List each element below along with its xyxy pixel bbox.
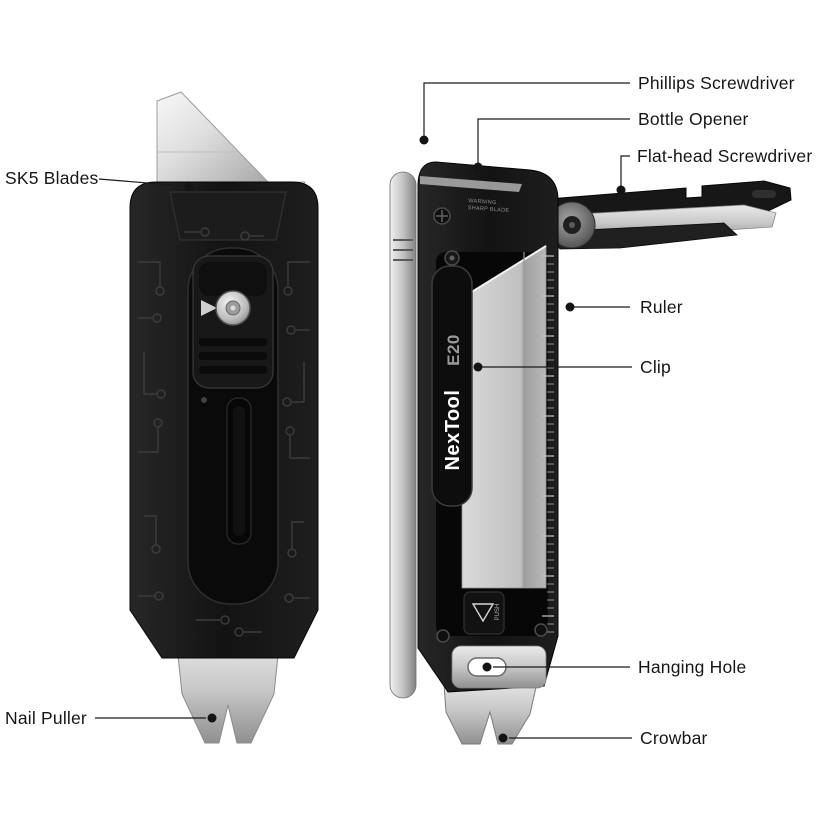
circuit-trace <box>138 261 161 286</box>
label-ruler: Ruler <box>640 297 683 317</box>
callout-dot <box>207 713 217 723</box>
callout-dot <box>498 733 508 743</box>
callouts: Phillips Screwdriver Bottle Opener Flat-… <box>5 73 812 748</box>
circuit-trace <box>292 362 305 403</box>
circuit-node <box>234 627 244 637</box>
circuit-trace <box>289 436 310 459</box>
circuit-node <box>283 286 293 296</box>
rail-grip-notches <box>393 239 413 261</box>
circuit-node <box>220 615 230 625</box>
sk5-blade <box>156 91 270 183</box>
push-triangle-icon <box>471 603 495 623</box>
slider-rib <box>199 352 267 360</box>
label-bottle-opener: Bottle Opener <box>638 109 749 129</box>
circuit-node <box>151 544 161 554</box>
warning-line-2: SHARP BLADE <box>467 205 509 214</box>
label-phillips-screwdriver: Phillips Screwdriver <box>638 73 795 93</box>
label-crowbar: Crowbar <box>640 728 708 748</box>
label-clip: Clip <box>640 357 671 377</box>
callout-line <box>477 118 630 167</box>
stored-blade-edge-highlight <box>461 245 547 299</box>
front-view-tool <box>129 91 319 744</box>
callout-sk5-blades: SK5 Blades <box>5 168 194 192</box>
hinge-pivot-center <box>569 222 575 228</box>
label-nail-puller: Nail Puller <box>5 708 87 728</box>
phillips-screw-cross <box>436 210 448 222</box>
callout-dot <box>565 302 575 312</box>
circuit-node <box>285 426 295 436</box>
callout-clip: Clip <box>473 357 671 377</box>
warning-line-1: WARNING <box>468 198 497 206</box>
circuit-node <box>200 227 210 237</box>
circuit-trace <box>144 515 157 544</box>
stored-blade <box>461 245 547 589</box>
circuit-trace <box>143 352 156 395</box>
callout-flat-head-screwdriver: Flat-head Screwdriver <box>616 146 812 195</box>
frame-top-metal-sliver <box>420 176 522 192</box>
circuit-node <box>240 231 250 241</box>
circuit-node <box>156 389 166 399</box>
callout-crowbar: Crowbar <box>498 728 708 748</box>
slider-top-cap <box>199 262 267 296</box>
callout-bottle-opener: Bottle Opener <box>473 109 749 172</box>
label-sk5-blades: SK5 Blades <box>5 168 98 188</box>
arm-tip-slot <box>752 190 776 198</box>
circuit-node <box>282 397 292 407</box>
frame-screw-bottom-right <box>534 623 548 637</box>
warning-engraving: WARNING SHARP BLADE <box>467 198 509 214</box>
slider-rib <box>199 338 267 346</box>
slider-button-center <box>230 305 236 311</box>
circuit-pattern <box>138 227 310 637</box>
callout-line <box>423 82 630 140</box>
callout-dot <box>616 185 626 195</box>
side-rail <box>389 171 417 699</box>
circuit-node <box>286 325 296 335</box>
circuit-node <box>154 591 164 601</box>
push-slider <box>463 591 505 635</box>
callout-line <box>98 178 185 187</box>
crowbar-tip <box>443 677 539 745</box>
callout-ruler: Ruler <box>565 297 683 317</box>
circuit-trace <box>291 521 304 548</box>
callout-dot <box>184 182 194 192</box>
callout-dot <box>482 662 492 672</box>
slider-wedge <box>201 300 217 316</box>
ruler-ticks <box>542 255 554 633</box>
callout-hanging-hole: Hanging Hole <box>482 657 746 677</box>
circuit-node <box>287 548 297 558</box>
circuit-node <box>155 286 165 296</box>
circuit-node <box>152 313 162 323</box>
frame-screw-bottom-left <box>436 629 450 643</box>
guide-slot-inner <box>233 406 245 536</box>
detent-dot <box>201 397 207 403</box>
circuit-trace <box>287 261 310 286</box>
label-hanging-hole: Hanging Hole <box>638 657 746 677</box>
handle-top-plate <box>169 191 287 241</box>
model-text: E20 <box>444 334 463 366</box>
callout-dot <box>473 162 483 172</box>
callout-dot <box>419 135 429 145</box>
clip-screw-center <box>449 255 455 261</box>
callout-phillips-screwdriver: Phillips Screwdriver <box>419 73 795 145</box>
slider-rib <box>199 366 267 374</box>
callout-line <box>620 155 630 190</box>
circuit-trace <box>138 428 159 453</box>
label-flat-head-screwdriver: Flat-head Screwdriver <box>637 146 812 166</box>
circuit-node <box>284 593 294 603</box>
callout-dot <box>473 362 483 372</box>
pocket-clip <box>431 265 473 507</box>
circuit-node <box>153 418 163 428</box>
brand-logo-text: NexTool <box>442 390 464 471</box>
callout-nail-puller: Nail Puller <box>5 708 217 728</box>
push-label: PUSH <box>495 604 501 621</box>
side-view-tool: PUSH NexTool E20 WARNING SHARP BLADE <box>389 161 792 745</box>
